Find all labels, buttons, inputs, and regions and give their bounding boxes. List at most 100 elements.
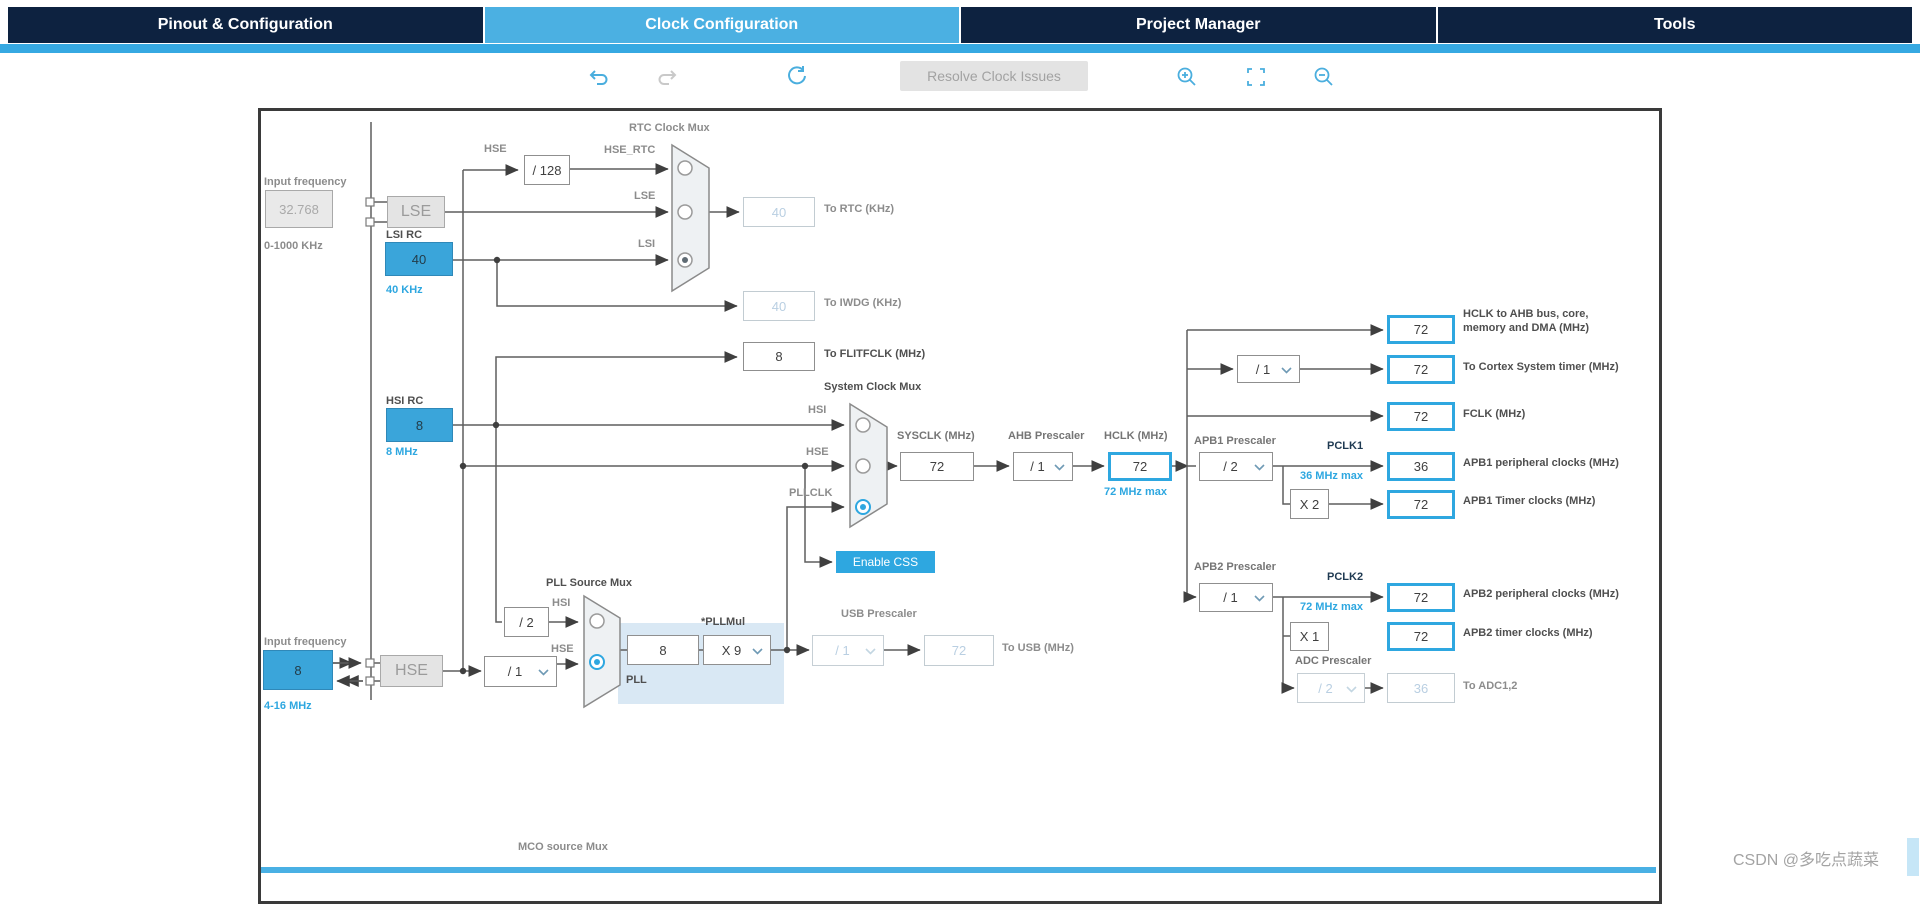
label-ahb-prescaler-caption: AHB Prescaler bbox=[1008, 430, 1085, 442]
value-box-apb1-timer-value[interactable]: 72 bbox=[1387, 490, 1455, 519]
label-to-usb-caption: To USB (MHz) bbox=[1002, 642, 1074, 654]
undo-icon[interactable] bbox=[586, 65, 612, 91]
label-pclk2-max: 72 MHz max bbox=[1300, 601, 1363, 613]
label-adc-prescaler-caption: ADC Prescaler bbox=[1295, 655, 1372, 667]
resolve-clock-issues-button[interactable]: Resolve Clock Issues bbox=[900, 61, 1088, 91]
label-hse-range: 4-16 MHz bbox=[264, 700, 312, 712]
label-to-rtc-caption: To RTC (KHz) bbox=[824, 203, 895, 215]
hse-prediv-select[interactable]: / 1 bbox=[484, 656, 557, 687]
label-to-iwdg-caption: To IWDG (KHz) bbox=[824, 297, 902, 309]
value-box-to-usb-value: 72 bbox=[924, 635, 994, 666]
label-pclk1-caption: PCLK1 bbox=[1327, 440, 1364, 452]
redo-icon[interactable] bbox=[654, 65, 680, 91]
label-hclk-ahb-caption-1: HCLK to AHB bus, core, bbox=[1463, 308, 1589, 320]
cortex-prescaler-select-value: / 1 bbox=[1255, 361, 1271, 377]
horizontal-scrollbar[interactable] bbox=[261, 867, 1656, 873]
zoom-out-icon[interactable] bbox=[1311, 64, 1337, 90]
label-sig-pllclk: PLLCLK bbox=[789, 487, 833, 499]
chevron-down-icon bbox=[1254, 459, 1265, 474]
label-apb2-periph-caption: APB2 peripheral clocks (MHz) bbox=[1463, 588, 1619, 600]
label-pll-caption: PLL bbox=[626, 674, 647, 686]
pllmul-select[interactable]: X 9 bbox=[703, 635, 771, 665]
label-sig-lse: LSE bbox=[634, 190, 656, 202]
value-box-lse-osc: LSE bbox=[387, 196, 445, 228]
label-apb2-prescaler-caption: APB2 Prescaler bbox=[1194, 561, 1276, 573]
label-sig-hse-rtc: HSE_RTC bbox=[604, 144, 656, 156]
zoom-in-icon[interactable] bbox=[1174, 64, 1200, 90]
ahb-prescaler-select-value: / 1 bbox=[1030, 459, 1045, 474]
usb-prescaler-select-value: / 1 bbox=[835, 643, 850, 658]
pllmul-select-value: X 9 bbox=[721, 642, 742, 658]
label-apb1-periph-caption: APB1 peripheral clocks (MHz) bbox=[1463, 457, 1619, 469]
label-rtc-mux-title: RTC Clock Mux bbox=[629, 122, 710, 134]
label-osc32-range: 0-1000 KHz bbox=[264, 240, 323, 252]
label-sig-hsi: HSI bbox=[808, 404, 827, 416]
label-apb1-prescaler-caption: APB1 Prescaler bbox=[1194, 435, 1276, 447]
apb2-prescaler-select-value: / 1 bbox=[1223, 590, 1238, 605]
label-to-flitfclk-caption: To FLITFCLK (MHz) bbox=[824, 348, 926, 360]
value-box-apb2-periph-value[interactable]: 72 bbox=[1387, 583, 1455, 612]
tab-tools[interactable]: Tools bbox=[1437, 7, 1912, 43]
value-box-pll-input-value: 8 bbox=[627, 635, 699, 665]
label-mco-mux-title: MCO source Mux bbox=[518, 841, 608, 853]
ahb-prescaler-select[interactable]: / 1 bbox=[1013, 452, 1073, 481]
value-box-sysclk-value[interactable]: 72 bbox=[900, 452, 974, 481]
tab-pinout-configuration[interactable]: Pinout & Configuration bbox=[8, 7, 483, 43]
label-pllmul-caption: *PLLMul bbox=[701, 616, 745, 628]
value-box-to-iwdg-value: 40 bbox=[743, 291, 815, 321]
label-to-adc-caption: To ADC1,2 bbox=[1463, 680, 1518, 692]
label-pll-mux-title: PLL Source Mux bbox=[546, 577, 632, 589]
chevron-down-icon bbox=[865, 643, 876, 658]
tab-accent-strip bbox=[0, 44, 1920, 53]
value-box-hclk-ahb-value[interactable]: 72 bbox=[1387, 315, 1455, 344]
chevron-down-icon bbox=[1054, 459, 1065, 474]
label-lsi-freq: 40 KHz bbox=[386, 284, 423, 296]
enable-css-button[interactable]: Enable CSS bbox=[836, 551, 935, 573]
apb1-prescaler-select[interactable]: / 2 bbox=[1199, 452, 1273, 481]
vertical-scrollbar[interactable] bbox=[1907, 838, 1919, 876]
value-box-pll-hsi-div2: / 2 bbox=[504, 607, 549, 637]
value-box-osc32-input-value: 32.768 bbox=[265, 190, 333, 228]
usb-prescaler-select: / 1 bbox=[812, 635, 884, 666]
label-sig-pll-hsi: HSI bbox=[552, 597, 571, 609]
value-box-to-adc-value: 36 bbox=[1387, 673, 1455, 703]
value-box-fclk-value[interactable]: 72 bbox=[1387, 402, 1455, 431]
cortex-prescaler-select[interactable]: / 1 bbox=[1237, 355, 1300, 383]
label-sig-pll-hse: HSE bbox=[551, 643, 574, 655]
adc-prescaler-select: / 2 bbox=[1297, 673, 1365, 703]
label-hsi-freq: 8 MHz bbox=[386, 446, 418, 458]
chevron-down-icon bbox=[752, 643, 763, 658]
value-box-to-flitfclk-value: 8 bbox=[743, 342, 815, 371]
apb2-prescaler-select[interactable]: / 1 bbox=[1199, 583, 1273, 612]
label-hsi-rc-caption: HSI RC bbox=[386, 395, 424, 407]
tab-clock-configuration[interactable]: Clock Configuration bbox=[484, 7, 959, 43]
refresh-icon[interactable] bbox=[784, 63, 810, 89]
label-hclk-max: 72 MHz max bbox=[1104, 486, 1167, 498]
label-sig-hse-rtc-src: HSE bbox=[484, 143, 507, 155]
label-system-mux-title: System Clock Mux bbox=[824, 381, 922, 393]
label-apb2-timer-caption: APB2 timer clocks (MHz) bbox=[1463, 627, 1593, 639]
value-box-hsi-rc-value[interactable]: 8 bbox=[386, 408, 453, 442]
label-sig-hse: HSE bbox=[806, 446, 829, 458]
chevron-down-icon bbox=[538, 664, 549, 679]
fit-screen-icon[interactable] bbox=[1243, 64, 1269, 90]
label-sig-lsi: LSI bbox=[638, 238, 656, 250]
label-hclk-ahb-caption-2: memory and DMA (MHz) bbox=[1463, 322, 1590, 334]
chevron-down-icon bbox=[1281, 362, 1292, 377]
value-box-hclk-value[interactable]: 72 bbox=[1108, 452, 1172, 481]
value-box-to-rtc-value: 40 bbox=[743, 197, 815, 227]
value-box-apb1-periph-value[interactable]: 36 bbox=[1387, 452, 1455, 481]
label-apb1-timer-caption: APB1 Timer clocks (MHz) bbox=[1463, 495, 1596, 507]
tab-project-manager[interactable]: Project Manager bbox=[961, 7, 1436, 43]
chevron-down-icon bbox=[1254, 590, 1265, 605]
label-lsi-rc-caption: LSI RC bbox=[386, 229, 423, 241]
value-box-cortex-timer-value[interactable]: 72 bbox=[1387, 355, 1455, 384]
value-box-lsi-rc-value[interactable]: 40 bbox=[385, 242, 453, 276]
label-sysclk-caption: SYSCLK (MHz) bbox=[897, 430, 975, 442]
value-box-hse-input-value[interactable]: 8 bbox=[263, 650, 333, 690]
value-box-apb2-timer-value[interactable]: 72 bbox=[1387, 622, 1455, 651]
label-fclk-caption: FCLK (MHz) bbox=[1463, 408, 1526, 420]
value-box-apb1-mult-x2: X 2 bbox=[1290, 489, 1329, 519]
label-osc32-input-caption: Input frequency bbox=[264, 176, 347, 188]
label-cortex-timer-caption: To Cortex System timer (MHz) bbox=[1463, 361, 1619, 373]
